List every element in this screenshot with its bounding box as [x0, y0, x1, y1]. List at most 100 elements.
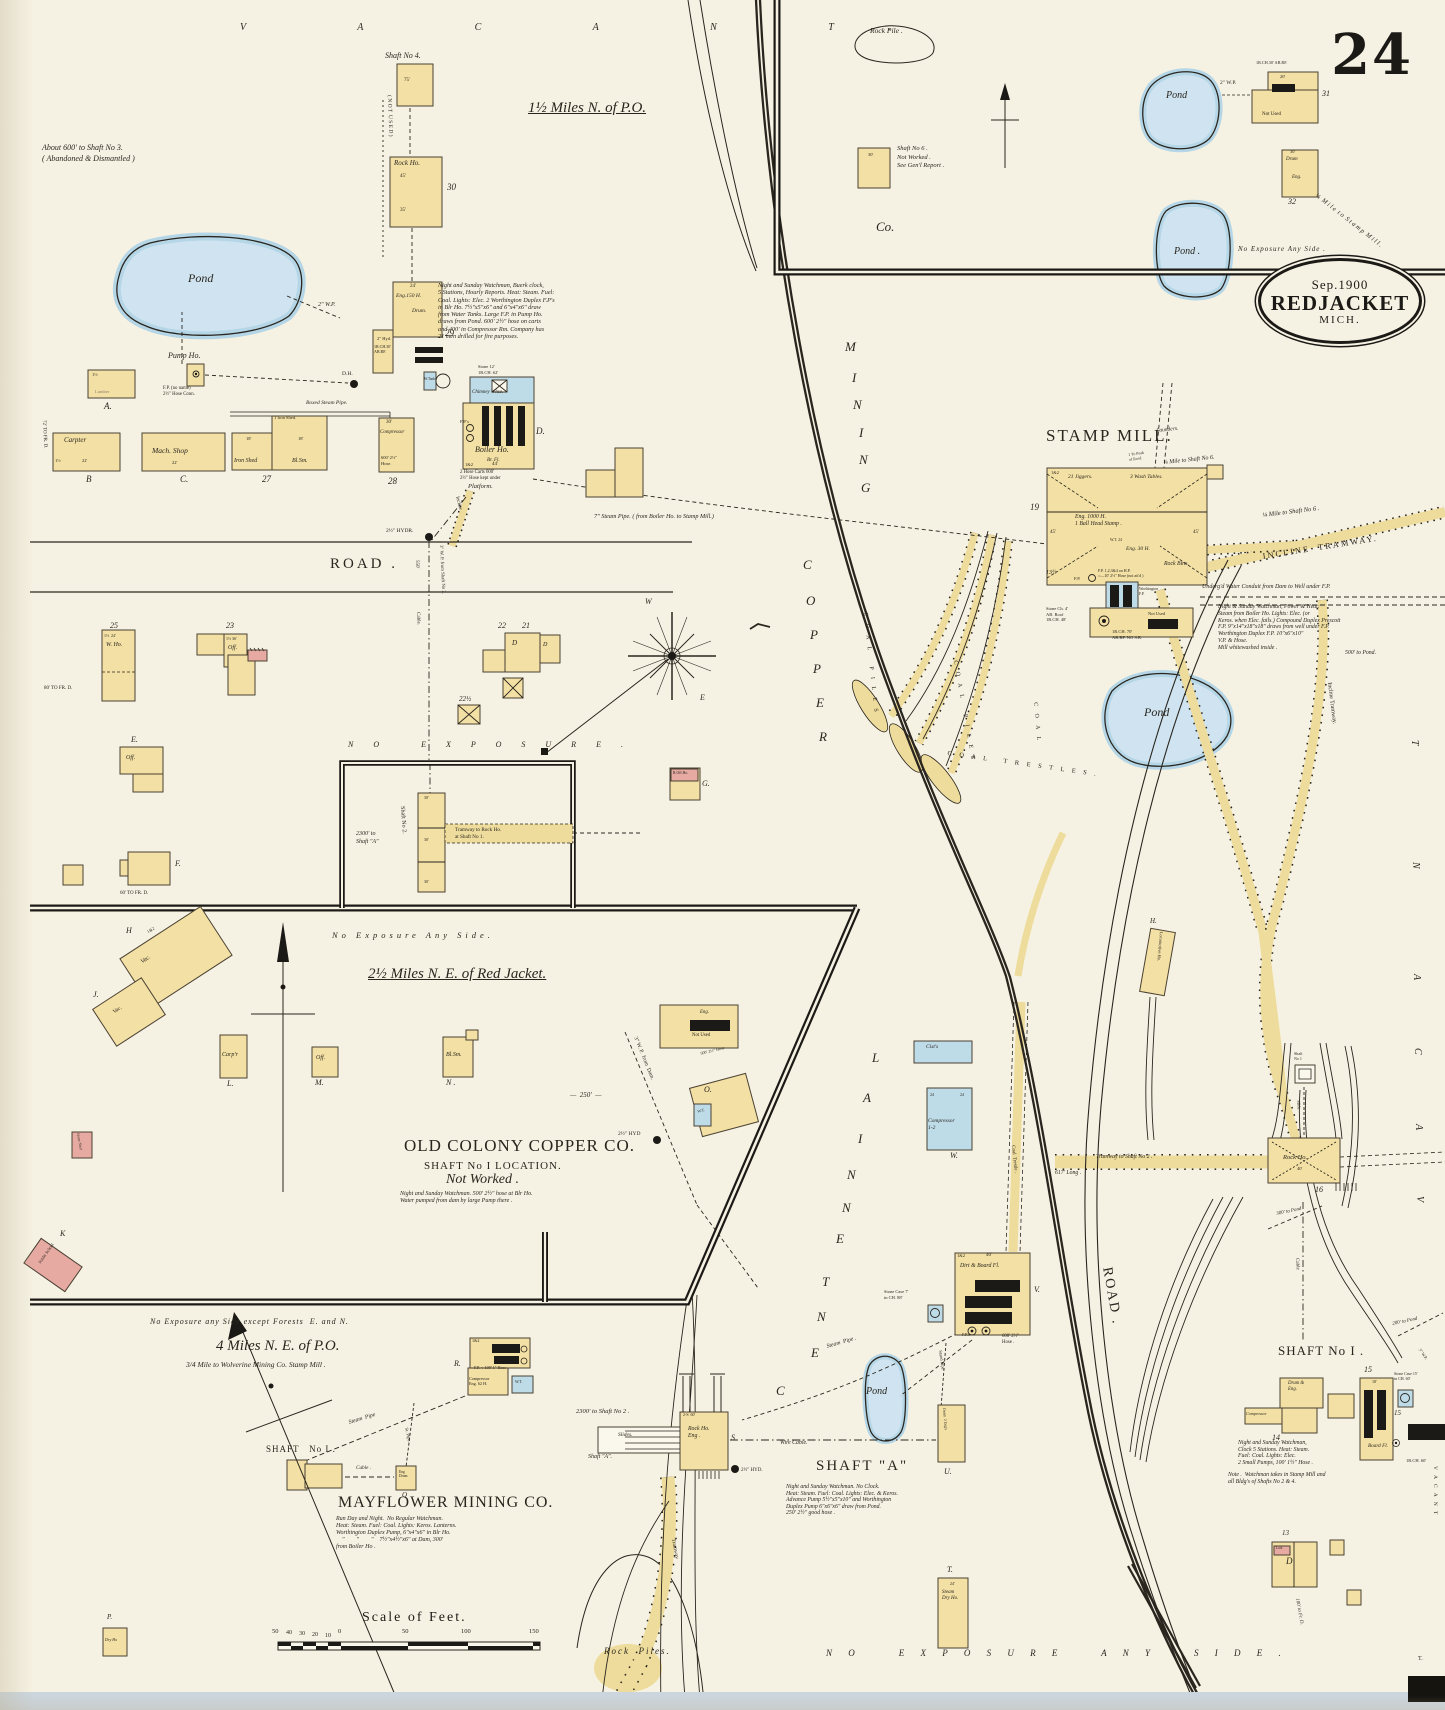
map-label: O. — [704, 1085, 712, 1094]
map-line — [1325, 1042, 1343, 1140]
map-label: Note . Watchman takes in Stamp Mill and … — [1228, 1472, 1326, 1485]
map-line — [1131, 1563, 1201, 1687]
map-line — [1271, 1141, 1337, 1181]
building — [1148, 619, 1178, 629]
map-label: Compressor — [380, 430, 405, 435]
building — [303, 1642, 316, 1646]
map-label: 2" W.P. — [1220, 80, 1237, 86]
map-line — [194, 372, 198, 376]
watchman-note: Night and Sunday Watchman. 500' 2½" hose… — [400, 1191, 533, 1204]
map-label: 24 — [930, 1092, 934, 1097]
map-label: Carp'r — [222, 1052, 238, 1058]
building — [1408, 1424, 1445, 1440]
map-line — [1392, 1439, 1400, 1447]
mayflower-title: MAYFLOWER MINING CO. — [338, 1494, 554, 1511]
map-label: — 250' — — [570, 1091, 602, 1099]
map-label: 300' to Pond — [1276, 1206, 1302, 1217]
map-label: 40 — [286, 1630, 292, 1636]
map-line — [1000, 83, 1010, 100]
shaft-a-title: SHAFT "A" — [816, 1458, 909, 1474]
building-j-vacant — [92, 977, 166, 1047]
dwelling-21 — [539, 634, 561, 664]
old-colony-title: OLD COLONY COPPER CO. — [404, 1136, 636, 1155]
map-label: 2½" HYD. — [741, 1468, 763, 1473]
map-label: Rock Ho. Eng . — [688, 1426, 710, 1439]
map-label: Underg'd Water Conduit from Dam to Well … — [1202, 584, 1331, 590]
building — [227, 654, 256, 696]
water-tank — [693, 1103, 712, 1127]
building — [278, 1642, 291, 1646]
map-label: N O E X P O S U R E . — [348, 740, 632, 749]
map-label: No Exposure Any Side . — [1238, 245, 1326, 253]
map-label: Off. — [126, 755, 136, 761]
horse-shed — [71, 1131, 93, 1159]
coal-pile — [920, 754, 962, 804]
map-label: W.T. 24 — [1110, 538, 1122, 542]
adjacent-sheet-edge — [1408, 1676, 1445, 1702]
vacant-label: V A C A N T — [1432, 1466, 1438, 1517]
map-label: Slides. — [618, 1432, 633, 1438]
map-line — [775, 0, 1445, 274]
map-line — [625, 1430, 680, 1450]
map-line — [984, 1329, 988, 1333]
boiler — [506, 406, 513, 446]
map-label: C. — [180, 474, 189, 484]
map-line — [502, 677, 524, 699]
map-label: 1&2 — [957, 1253, 966, 1258]
mining-letter: N — [859, 452, 868, 467]
map-label: Board Fl. — [1368, 1443, 1388, 1449]
map-label: 24' — [950, 1581, 955, 1586]
map-label: B — [86, 474, 92, 484]
map-line — [457, 704, 481, 725]
rock-pile-outline — [854, 25, 935, 64]
coal-trestle — [915, 534, 996, 745]
map-label: 1 To Peak of Roof. — [1127, 449, 1145, 462]
map-label: Incline — [454, 496, 463, 511]
map-line — [905, 530, 989, 722]
map-label: 27 — [262, 474, 271, 484]
map-label: 3" W. P. from Shaft No 2. — [438, 545, 446, 595]
map-label: 500' 2½" Hose — [699, 1045, 725, 1056]
map-label: Carpter — [64, 436, 87, 444]
mining-letter: N — [853, 397, 862, 412]
building — [467, 1367, 509, 1396]
map-label: 75' — [404, 78, 410, 83]
building — [1281, 1407, 1318, 1434]
map-label: Steam Dry Ho. — [942, 1590, 959, 1601]
coal-trestle — [947, 540, 1012, 775]
map-label: D. — [536, 426, 545, 436]
map-label: Compressor Eng. 62 H. — [469, 1376, 490, 1386]
map-label: J. — [93, 990, 99, 999]
machine-shop-c — [141, 432, 226, 472]
map-label: W.T. — [696, 1107, 706, 1114]
map-label: Pond — [1144, 705, 1170, 719]
cisterns — [913, 1040, 973, 1064]
map-line — [268, 1383, 274, 1389]
date-place-stamp: Sep.1900 REDJACKET MICH. — [1258, 258, 1422, 344]
map-line — [1102, 619, 1106, 623]
map-label: 29 — [445, 328, 454, 338]
map-label: 100' to Fr. D. — [1294, 1598, 1304, 1626]
map-label: 30 — [447, 182, 456, 192]
building-a — [87, 369, 136, 399]
map-line — [1129, 1198, 1214, 1453]
map-label: T. — [1418, 1656, 1423, 1662]
map-label: Tramway to Shaft No 2 . — [1096, 1154, 1153, 1160]
map-label: ¼ Mile to Shaft No 6. — [1163, 454, 1215, 466]
map-line — [699, 0, 758, 269]
map-label: Bl.Sm. — [292, 458, 308, 464]
road-label: ROAD . — [330, 556, 399, 572]
map-label: Pump Ho. — [168, 351, 201, 360]
pond-outline — [1142, 71, 1220, 150]
map-label: 3" W.P. — [1417, 1347, 1429, 1361]
stamp-city: REDJACKET — [1270, 290, 1410, 315]
map-label: 72' TO FR. D. — [41, 420, 48, 449]
map-label: 35' — [400, 208, 406, 213]
map-line — [545, 658, 669, 754]
map-label: SHAFT No I . — [266, 1444, 336, 1454]
building — [132, 773, 164, 793]
map-label: Shaft No 4. — [385, 51, 421, 60]
map-label: 14 — [1272, 1433, 1280, 1442]
map-label: D — [1286, 1556, 1293, 1566]
